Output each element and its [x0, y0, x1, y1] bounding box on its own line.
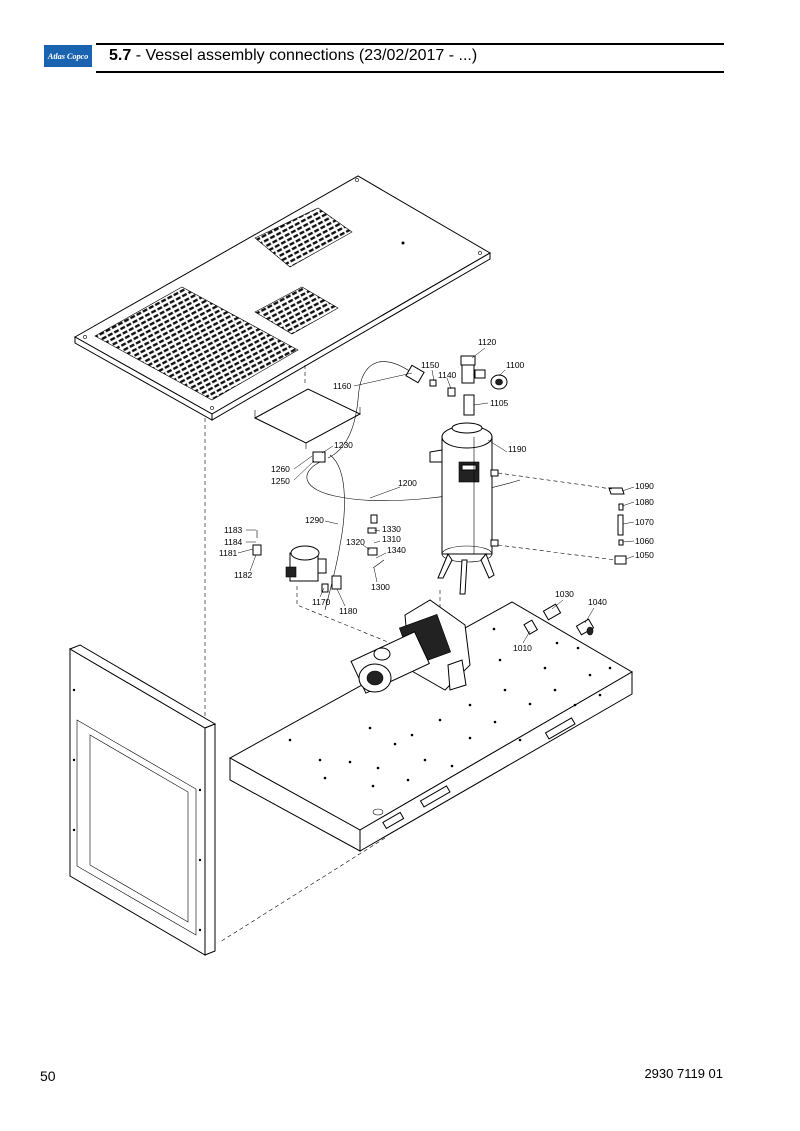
part-label: 1260 — [271, 464, 290, 474]
top-cover-panel — [73, 175, 491, 421]
document-number: 2930 7119 01 — [644, 1066, 723, 1081]
valve-fittings — [405, 355, 508, 416]
part-label: 1182 — [234, 570, 253, 580]
header-rule-bottom — [96, 71, 724, 73]
section-number: 5.7 — [109, 47, 132, 64]
page-title: 5.7 - Vessel assembly connections (23/02… — [109, 47, 477, 65]
part-label: 1170 — [312, 597, 331, 607]
part-label: 1105 — [490, 398, 509, 408]
part-label: 1184 — [224, 537, 243, 547]
part-label: 1290 — [305, 515, 324, 525]
part-label: 1230 — [334, 440, 353, 450]
part-label: 1190 — [508, 444, 527, 454]
base-frame — [228, 601, 633, 852]
thermostatic-valve — [285, 545, 406, 650]
side-panel — [68, 644, 217, 956]
part-label: 1250 — [271, 476, 290, 486]
oil-separator-vessel — [429, 422, 499, 595]
hose-fittings — [252, 451, 385, 569]
part-label: 1300 — [371, 582, 390, 592]
part-label: 1160 — [333, 381, 352, 391]
part-label: 1050 — [635, 550, 654, 560]
header-rule-top — [96, 43, 724, 45]
logo-text: Atlas Copco — [47, 51, 89, 61]
part-label: 1060 — [635, 536, 654, 546]
part-label: 1150 — [421, 360, 440, 370]
part-label: 1140 — [438, 370, 457, 380]
bracket-plate — [253, 388, 362, 449]
part-label: 1090 — [635, 481, 654, 491]
part-label: 1180 — [339, 606, 358, 616]
part-label: 1100 — [506, 360, 525, 370]
right-fittings — [497, 472, 627, 565]
part-label: 1040 — [588, 597, 607, 607]
oil-line-fittings — [523, 603, 595, 636]
part-label: 1320 — [346, 537, 365, 547]
part-label: 1200 — [398, 478, 417, 488]
part-label: 1183 — [224, 525, 243, 535]
part-label: 1030 — [555, 589, 574, 599]
page-number: 50 — [40, 1068, 56, 1084]
part-label: 1070 — [635, 517, 654, 527]
part-label: 1181 — [219, 548, 238, 558]
section-title: - Vessel assembly connections (23/02/201… — [131, 47, 478, 64]
part-label: 1080 — [635, 497, 654, 507]
atlas-copco-logo: Atlas Copco — [44, 45, 92, 67]
part-label: 1310 — [382, 534, 401, 544]
part-label: 1340 — [387, 545, 406, 555]
part-label: 1330 — [382, 524, 401, 534]
compressor-element — [350, 599, 471, 694]
leader-lines — [237, 347, 635, 644]
part-number-labels: 1120 1150 1100 1140 1160 1105 1230 1190 … — [219, 337, 654, 653]
part-label: 1120 — [478, 337, 497, 347]
part-label: 1010 — [513, 643, 532, 653]
